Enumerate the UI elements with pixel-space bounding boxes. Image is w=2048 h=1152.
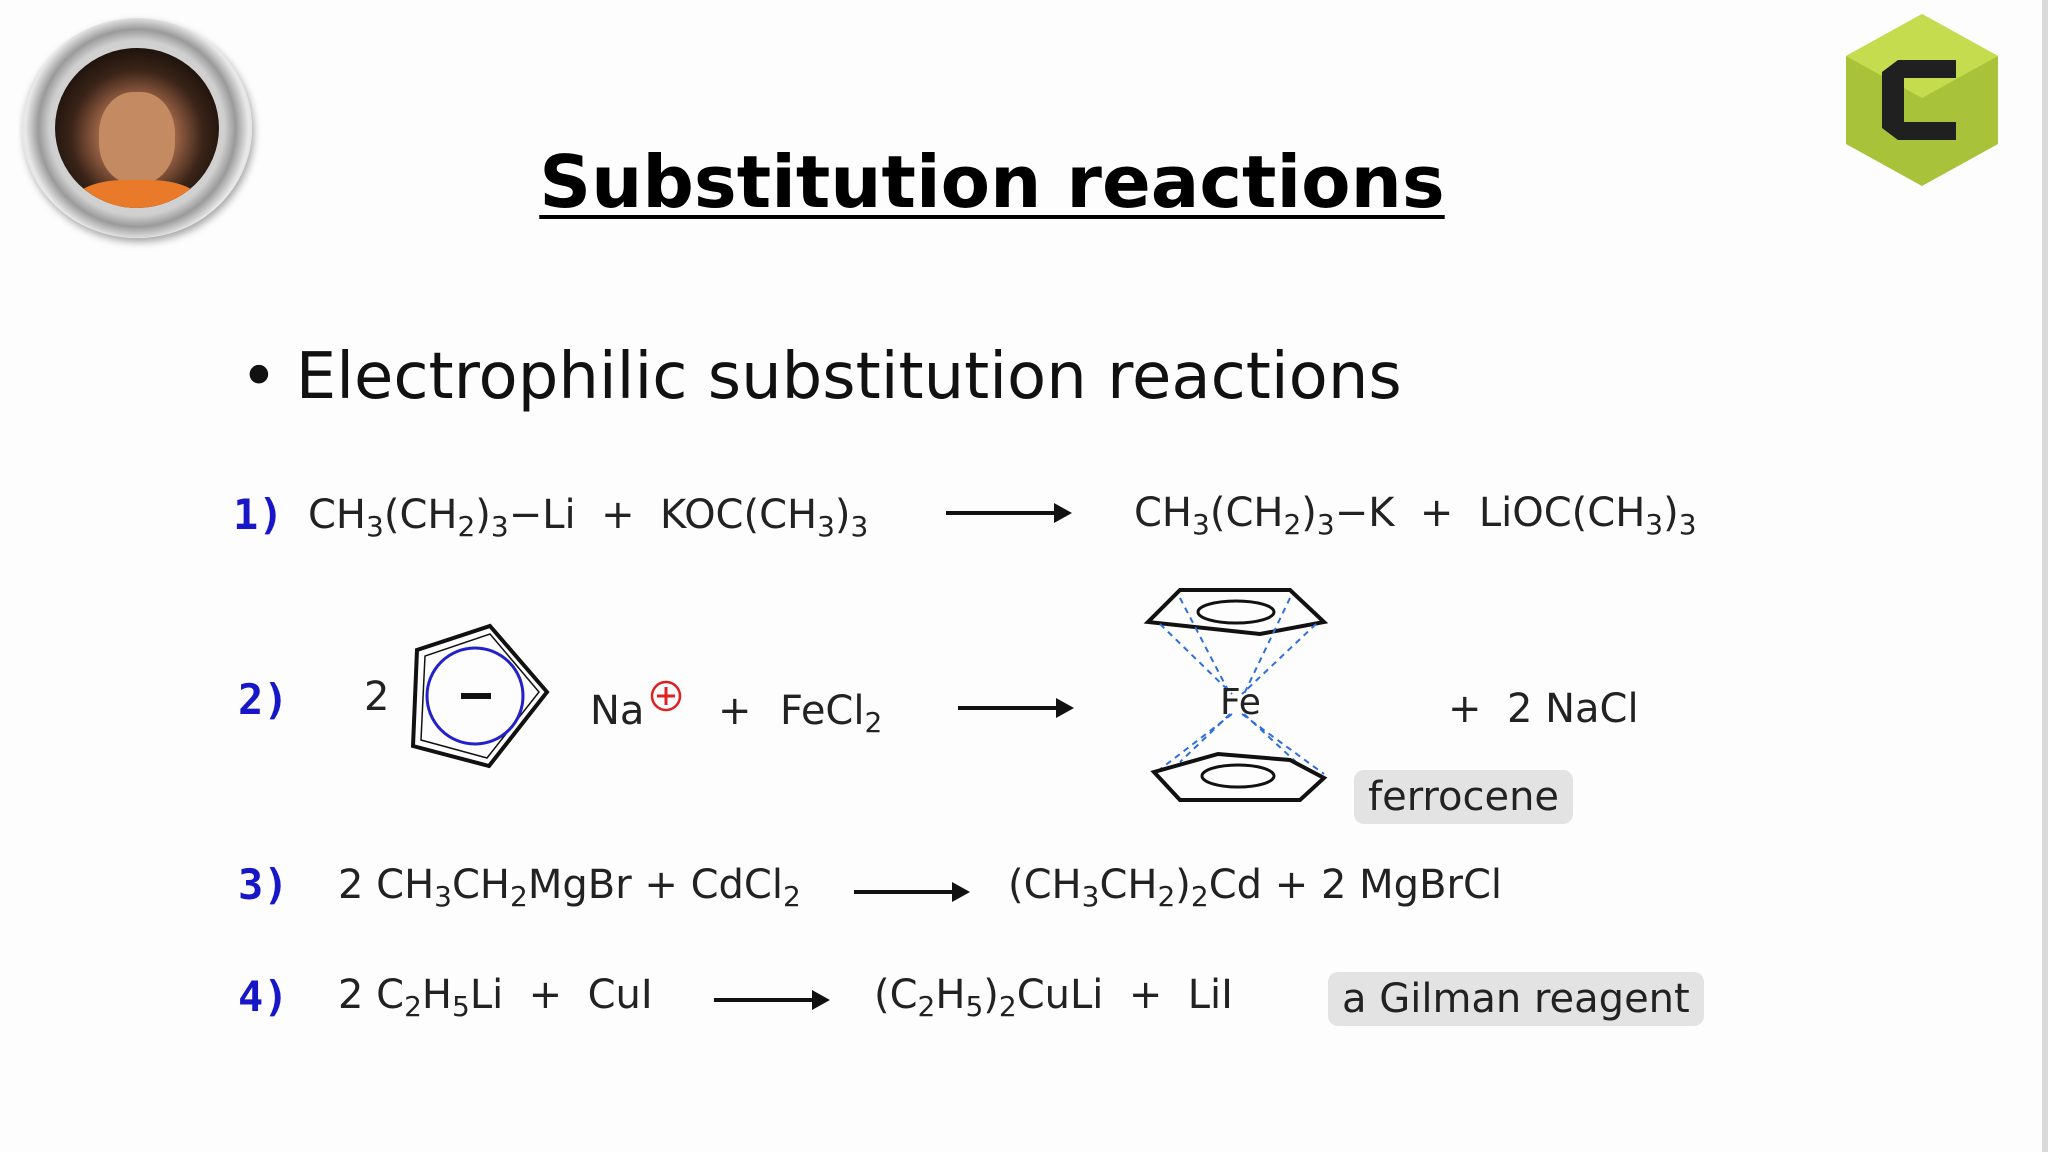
- avatar: [22, 18, 252, 238]
- bullet-dot: •: [240, 340, 278, 414]
- reaction-1-arrow: [946, 503, 1072, 523]
- reaction-2-product: + 2 NaCl: [1448, 686, 1639, 732]
- iron-chloride-label: FeCl: [780, 688, 865, 734]
- reaction-3-number: 3): [238, 860, 289, 909]
- reaction-4-products: (C2H5)2CuLi + LiI: [874, 972, 1233, 1023]
- reaction-2-plus: +: [718, 688, 752, 734]
- reaction-2-coefficient: 2: [364, 674, 390, 720]
- iron-chloride-subscript: 2: [864, 706, 883, 739]
- bullet-item: •Electrophilic substitution reactions: [240, 340, 1402, 414]
- positive-charge-icon: [650, 680, 682, 712]
- reaction-2-number: 2): [238, 675, 289, 724]
- reaction-1-reactants: CH3(CH2)3−Li + KOC(CH3)3: [308, 492, 869, 543]
- reaction-1-number: 1): [233, 490, 284, 539]
- cyclopentadienyl-anion-icon: [410, 623, 550, 769]
- ferrocene-label: ferrocene: [1354, 770, 1574, 824]
- sodium-chloride-label: 2 NaCl: [1506, 686, 1639, 732]
- bullet-text: Electrophilic substitution reactions: [295, 340, 1402, 414]
- reaction-2-arrow: [958, 698, 1074, 718]
- reaction-1-products: CH3(CH2)3−K + LiOC(CH3)3: [1134, 490, 1697, 541]
- reaction-4-reactants: 2 C2H5Li + CuI: [338, 972, 653, 1023]
- reaction-3-reactants: 2 CH3CH2MgBr + CdCl2: [338, 862, 801, 913]
- reaction-3-products: (CH3CH2)2Cd + 2 MgBrCl: [1008, 862, 1502, 913]
- logo-icon: [1846, 14, 1998, 186]
- avatar-robe: [75, 180, 199, 208]
- avatar-face: [99, 92, 175, 184]
- ferrocene-structure-icon: Fe: [1143, 588, 1329, 802]
- reaction-4-arrow: [714, 990, 830, 1010]
- reaction-2-reagent: FeCl2: [780, 688, 882, 739]
- reaction-2-cation: Na: [590, 688, 644, 734]
- reaction-4-number: 4): [238, 972, 289, 1021]
- slide-edge: [2042, 0, 2048, 1152]
- reaction-3-arrow: [854, 882, 970, 902]
- avatar-photo: [55, 48, 219, 208]
- slide-title: Substitution reactions: [539, 140, 1445, 224]
- sodium-label: Na: [590, 688, 645, 734]
- gilman-reagent-label: a Gilman reagent: [1328, 972, 1704, 1026]
- iron-label: Fe: [1220, 682, 1261, 723]
